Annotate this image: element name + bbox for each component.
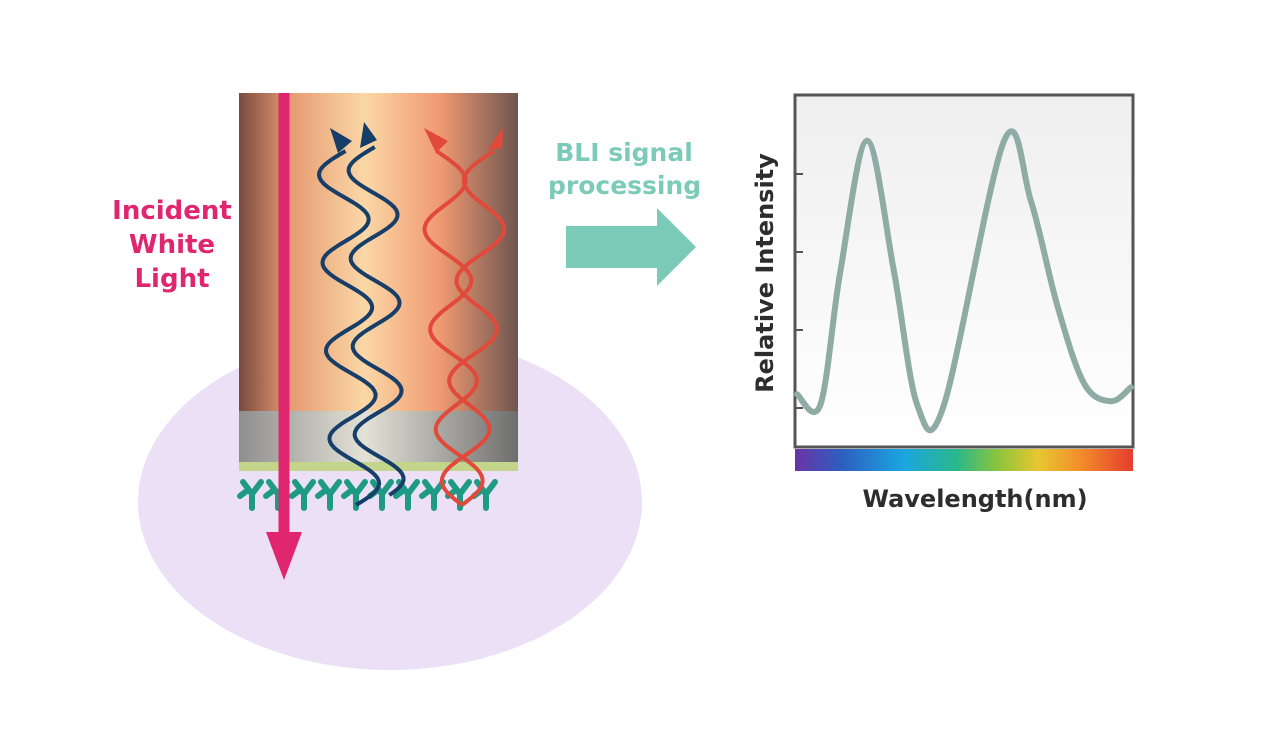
incident-label-line-1: Incident bbox=[112, 196, 232, 226]
biocompatible-layer bbox=[239, 462, 518, 471]
antibody-layer bbox=[237, 479, 498, 511]
blue-arrowhead-1 bbox=[330, 128, 352, 153]
reflected-wave-red bbox=[422, 149, 507, 507]
incident-light-arrowhead bbox=[266, 532, 302, 580]
antibody-icon bbox=[237, 479, 264, 511]
processing-arrow bbox=[566, 208, 696, 286]
process-label-line-1: BLI signal bbox=[555, 138, 693, 167]
incident-light-label: Incident White Light bbox=[108, 194, 236, 296]
wavelength-spectrum-bar bbox=[795, 449, 1133, 471]
red-arrowhead-1 bbox=[424, 128, 448, 153]
red-arrowhead-2 bbox=[487, 128, 503, 150]
antibody-icon bbox=[419, 479, 446, 511]
antibody-icon bbox=[315, 479, 342, 511]
blue-arrowhead-2 bbox=[360, 122, 377, 148]
antibody-icon bbox=[393, 479, 420, 511]
incident-label-line-2: White bbox=[128, 230, 216, 260]
y-axis-label: Relative Intensity bbox=[751, 153, 779, 393]
plot-area bbox=[793, 93, 1135, 449]
antibody-icon bbox=[341, 479, 368, 511]
incident-label-line-3: Light bbox=[134, 264, 210, 294]
x-axis-label: Wavelength(nm) bbox=[862, 485, 1088, 513]
signal-processing-label: BLI signal processing bbox=[548, 136, 702, 202]
antibody-icon bbox=[289, 479, 316, 511]
process-label-line-2: processing bbox=[548, 171, 702, 200]
antibody-icon bbox=[263, 479, 290, 511]
interference-curve bbox=[794, 128, 1134, 434]
reflected-wave-blue bbox=[316, 145, 406, 507]
